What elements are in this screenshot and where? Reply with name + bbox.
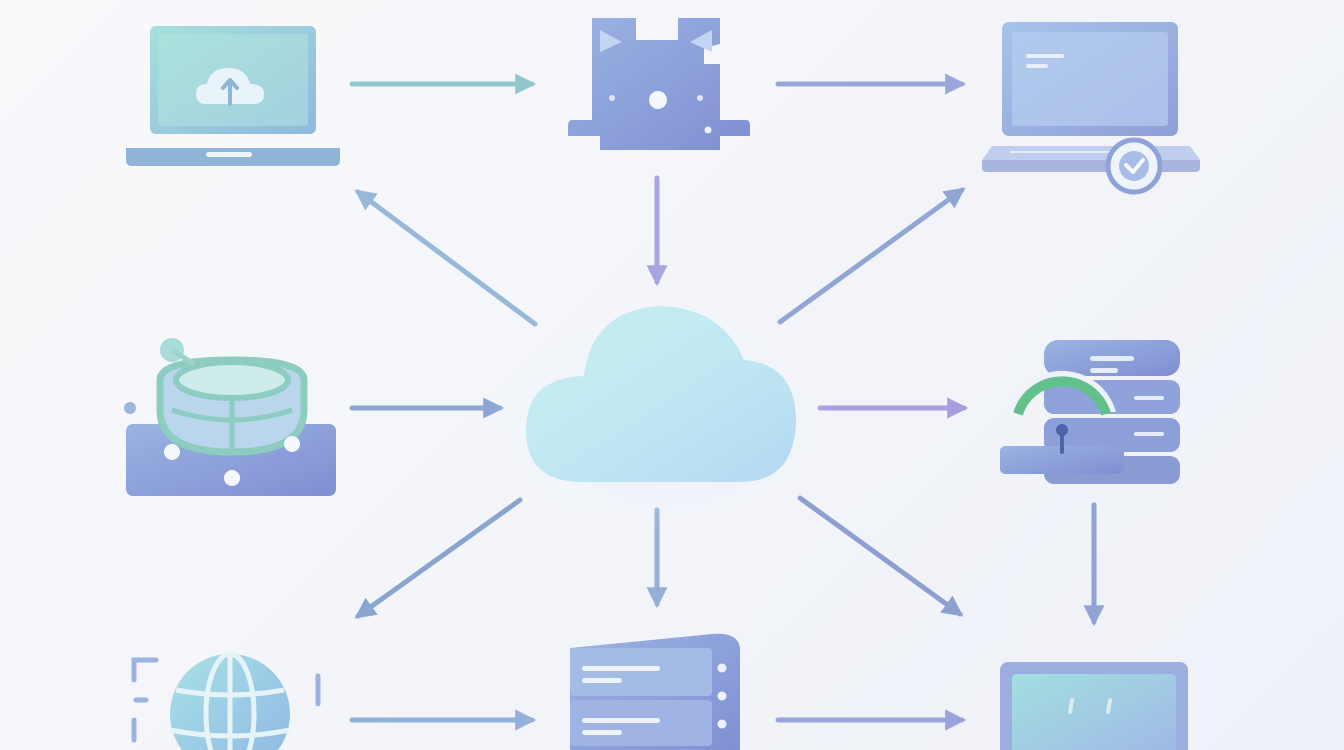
laptop-cloud-upload-node (126, 26, 340, 166)
laptop-cloud-upload-icon (126, 26, 340, 166)
edge-cloud-to-monitor (797, 495, 964, 617)
globe-node (131, 651, 321, 750)
network-switch-icon (568, 18, 750, 150)
monitor-icon (1000, 662, 1188, 750)
server-rack-node (570, 633, 740, 750)
database-hub-icon (124, 338, 336, 496)
database-hub-node (124, 338, 336, 496)
checkmark-badge-icon (1105, 137, 1163, 195)
edge-cloud-to-laptop (354, 189, 538, 327)
laptop-checkmark-icon (982, 22, 1200, 195)
upload-cloud-glyph (196, 68, 264, 106)
monitor-node (1000, 662, 1188, 750)
central-cloud-node (490, 306, 830, 530)
network-switch-node (568, 18, 750, 150)
laptop-verified-node (982, 22, 1200, 195)
edges (349, 73, 1105, 731)
edge-cloud-to-globe (354, 497, 523, 619)
server-gauge-icon (1000, 340, 1180, 484)
server-gauge-node (1000, 340, 1180, 484)
server-rack-icon (570, 633, 740, 750)
globe-icon (131, 651, 321, 750)
edge-cloud-to-laptop-verified (777, 187, 966, 325)
cloud-icon (526, 306, 796, 482)
